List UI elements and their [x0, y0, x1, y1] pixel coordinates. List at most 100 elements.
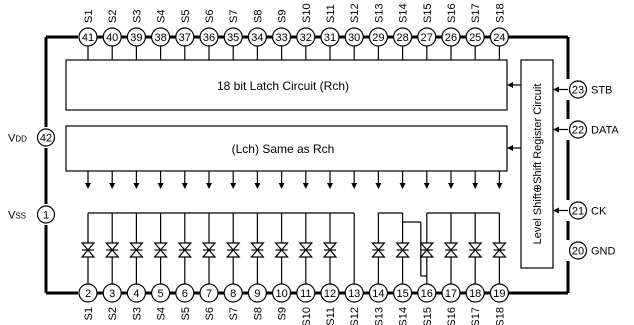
latch-output-arrowhead	[302, 183, 309, 189]
left-pins: 42 VDD 1 VSS	[8, 128, 56, 224]
bottom-pin-number: 18	[469, 288, 481, 300]
bottom-pin-number: 19	[493, 288, 505, 300]
latch-output-arrowhead	[327, 183, 333, 189]
bottom-pin-number: 5	[158, 288, 164, 300]
latch-output-arrowhead	[472, 183, 479, 189]
bottom-pin-number: 2	[85, 288, 91, 300]
pin-1-number: 1	[43, 210, 49, 222]
top-pin-number: 36	[203, 32, 215, 44]
top-pin-signal: S14	[398, 3, 410, 23]
bottom-pin-signal: S11	[325, 307, 337, 325]
latch-output-arrowhead	[423, 183, 430, 189]
right-pins: 23 STB 22 DATA 21 CK 20 GND	[553, 80, 619, 260]
bottom-pin-number: 3	[109, 288, 115, 300]
latch-output-arrows	[85, 171, 503, 189]
arrow-to-lch	[507, 145, 513, 151]
top-pin-signal: S6	[204, 10, 216, 23]
bottom-pin-signal: S15	[422, 307, 434, 325]
top-pin-number: 33	[275, 32, 287, 44]
stb-label: STB	[591, 85, 612, 97]
pin-20-circle	[568, 241, 588, 260]
latch-output-arrowhead	[496, 183, 503, 189]
vss-label: VSS	[8, 210, 26, 222]
top-pin-signal: S3	[131, 10, 143, 23]
top-pin-number: 31	[324, 32, 336, 44]
bottom-pin-signal: S14	[398, 307, 410, 325]
top-pin-number: 40	[106, 32, 118, 44]
latch-rch-label: 18 bit Latch Circuit (Rch)	[217, 79, 349, 93]
latch-lch-block	[65, 125, 508, 172]
bottom-pins: 2S13S24S35S46S57S68S79S810S911S1012S1113…	[78, 283, 509, 325]
bottom-pin-signal: S6	[204, 307, 216, 320]
pin-22-circle	[568, 120, 588, 139]
bottom-pin-number: 12	[324, 288, 336, 300]
top-pin-signal: S9	[277, 10, 289, 23]
output-bus-lines	[87, 212, 500, 284]
bottom-pin-signal: S4	[156, 307, 168, 320]
bottom-pin-signal: S3	[131, 307, 143, 320]
top-pin-signal: S18	[494, 3, 506, 23]
latch-output-arrowhead	[375, 183, 382, 189]
bottom-pin-signal: S13	[373, 307, 385, 325]
bottom-pin-number: 4	[133, 288, 139, 300]
bottom-pin-signal: S7	[228, 307, 240, 320]
top-pin-number: 41	[82, 32, 94, 44]
shift-register-label-before: Level Shift	[532, 193, 544, 244]
bottom-pin-number: 9	[254, 288, 260, 300]
bottom-pin-number: 6	[182, 288, 188, 300]
top-pin-number: 34	[251, 32, 263, 44]
shift-register-symbol: ⊕	[532, 184, 544, 193]
top-pin-signal: S8	[252, 10, 264, 23]
bottom-pin-number: 8	[230, 288, 236, 300]
pin-1-circle	[36, 205, 56, 224]
ck-label: CK	[591, 206, 607, 218]
latch-output-arrowhead	[254, 183, 261, 189]
latch-output-arrowhead	[157, 183, 164, 189]
bottom-pin-signal: S5	[180, 307, 192, 320]
bottom-pin-signal: S12	[349, 307, 361, 325]
shift-to-latch-arrows	[507, 82, 521, 151]
bottom-pin-signal: S1	[83, 307, 95, 320]
pin-42-number: 42	[40, 133, 52, 145]
bottom-pin-signal: S18	[494, 307, 506, 325]
pin-22-number: 22	[572, 125, 584, 137]
top-pin-signal: S15	[422, 3, 434, 23]
gnd-label: GND	[591, 246, 616, 258]
vdd-label-sub: DD	[15, 135, 27, 144]
latch-lch-label: (Lch) Same as Rch	[232, 142, 335, 156]
bottom-pin-number: 17	[445, 288, 457, 300]
top-pin-signal: S2	[107, 10, 119, 23]
bottom-pin-signal: S9	[277, 307, 289, 320]
latch-output-arrowhead	[278, 183, 285, 189]
bottom-pin-number: 13	[348, 288, 360, 300]
top-pin-signal: S7	[228, 10, 240, 23]
top-pin-signal: S16	[446, 3, 458, 23]
top-pin-signal: S13	[373, 3, 385, 23]
top-pin-number: 39	[130, 32, 142, 44]
latch-output-arrowhead	[230, 183, 237, 189]
latch-rch-block	[65, 59, 508, 111]
pin-20-number: 20	[572, 246, 584, 258]
shift-register-label-after: Shift Register Circuit	[532, 84, 544, 184]
bottom-pin-signal: S8	[252, 307, 264, 320]
shift-register-block	[520, 59, 554, 269]
bottom-pin-signal: S10	[301, 307, 313, 325]
top-pin-circle	[489, 27, 509, 47]
top-pin-number: 26	[445, 32, 457, 44]
latch-output-arrowhead	[399, 183, 406, 189]
top-pin-number: 24	[493, 32, 505, 44]
top-pin-number: 27	[421, 32, 433, 44]
top-pin-number: 25	[469, 32, 481, 44]
top-pin-signal: S10	[301, 3, 313, 23]
top-pin-number: 28	[396, 32, 408, 44]
vdd-label-main: V	[8, 133, 16, 145]
top-pin-signal: S12	[349, 3, 361, 23]
package-outline	[44, 35, 570, 295]
top-pin-number: 30	[348, 32, 360, 44]
vss-label-sub: SS	[15, 212, 26, 221]
bottom-pin-signal: S17	[470, 307, 482, 325]
pin-21-circle	[568, 201, 588, 220]
vdd-label: VDD	[8, 133, 27, 145]
top-pin-signal: S11	[325, 4, 337, 23]
